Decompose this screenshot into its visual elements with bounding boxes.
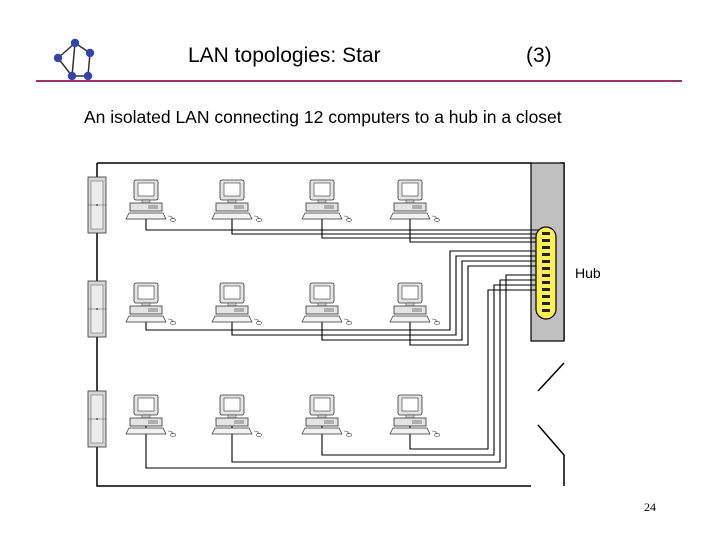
computer-icon xyxy=(211,282,263,326)
computer-icon xyxy=(389,179,441,223)
wall-panel xyxy=(87,390,107,448)
computer-icon xyxy=(301,179,353,223)
network-logo-icon xyxy=(53,38,95,81)
computer-icon xyxy=(389,394,441,438)
computer-icon xyxy=(125,282,177,326)
star-topology-diagram: Hub xyxy=(87,162,601,487)
page-number: 24 xyxy=(644,500,656,514)
wall-panel xyxy=(87,176,107,234)
computer-icon xyxy=(389,282,441,326)
title-divider xyxy=(36,80,682,82)
slide-number: (3) xyxy=(526,44,552,67)
wall-panel xyxy=(87,280,107,338)
computer-icon xyxy=(211,179,263,223)
hub-label: Hub xyxy=(575,265,601,281)
slide-title: LAN topologies: Star xyxy=(188,44,381,67)
computer-icon xyxy=(301,282,353,326)
computer-icon xyxy=(125,394,177,438)
computer-icon xyxy=(125,179,177,223)
computer-icon xyxy=(211,394,263,438)
computer-icon xyxy=(301,394,353,438)
hub xyxy=(535,226,557,320)
slide-subtitle: An isolated LAN connecting 12 computers … xyxy=(84,107,562,127)
